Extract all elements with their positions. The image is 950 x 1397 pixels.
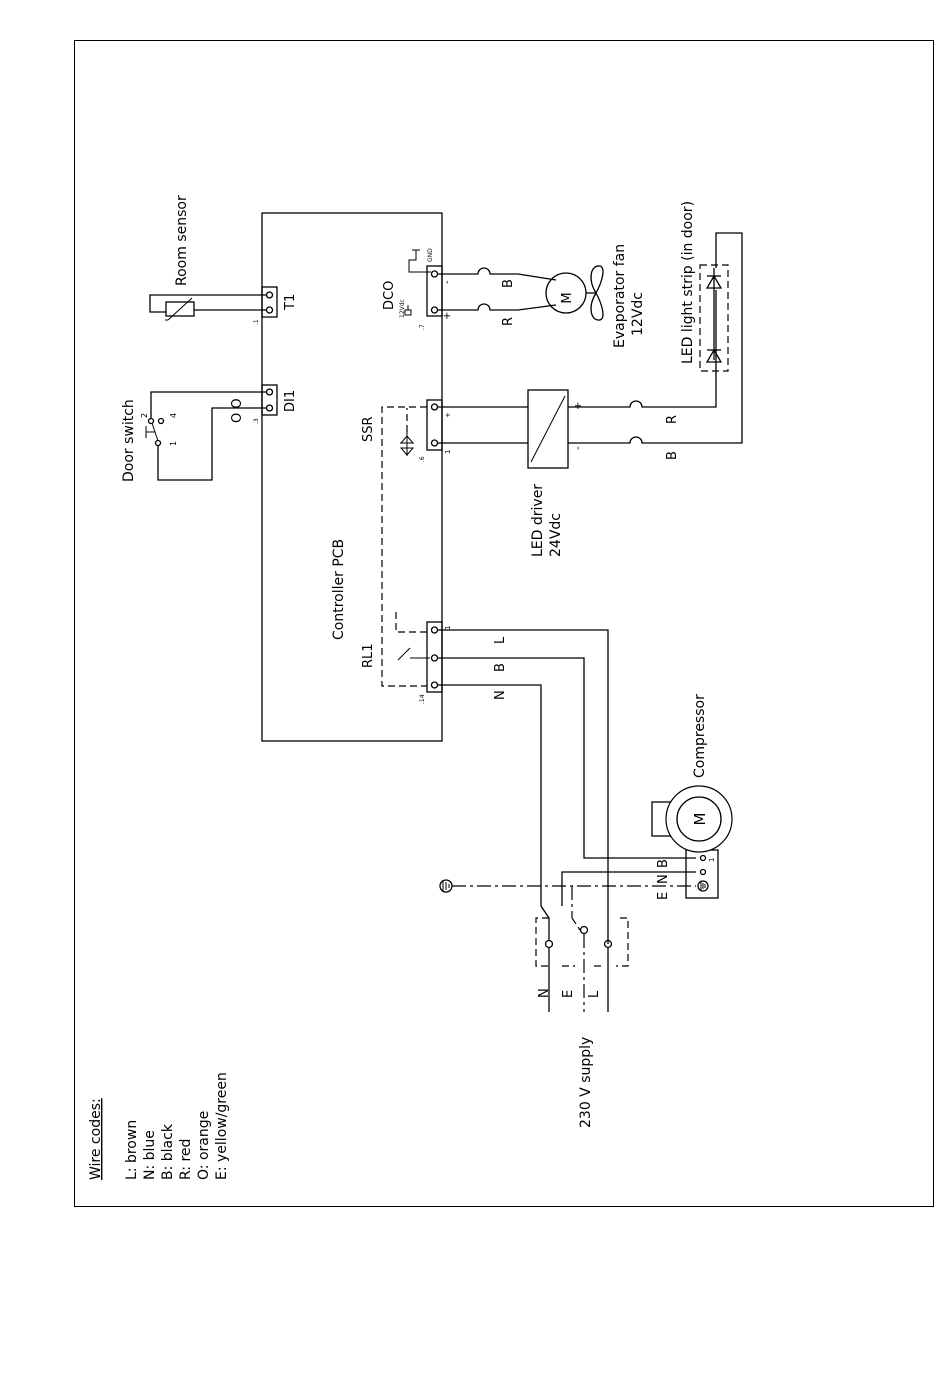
controller-pcb-box: [262, 213, 442, 741]
legend-item: L: brown: [124, 1120, 140, 1180]
supply-label: 230 V supply: [578, 1037, 594, 1128]
legend-item: O: orange: [196, 1111, 212, 1180]
compressor-motor-symbol: M: [691, 813, 709, 826]
evaporator-fan-motor: M: [546, 273, 586, 313]
door-switch-pin-4: 4: [169, 413, 178, 418]
dco-pin-minus: -: [442, 280, 453, 284]
wire-l-brown: [438, 630, 608, 944]
evaporator-fan-label: Evaporator fan: [612, 244, 628, 348]
relay-wire-label-b: B: [493, 663, 508, 672]
fan-motor-symbol: M: [560, 292, 575, 303]
dco-label: DCO: [382, 281, 397, 310]
wire-codes-legend: Wire codes: L: brown N: blue B: black R:…: [88, 1072, 230, 1180]
legend-item: E: yellow/green: [214, 1072, 230, 1180]
door-switch-pin-1: 1: [169, 441, 178, 446]
fan-wire-black: [438, 268, 556, 280]
door-switch-label: Door switch: [121, 399, 137, 482]
ssr-pin-number: .6: [419, 456, 426, 462]
rl1-label: RL1: [361, 643, 376, 668]
di1-label: DI1: [283, 390, 298, 412]
door-switch-oo-label: O O: [230, 398, 245, 423]
rl1-dashed-control: [382, 407, 427, 686]
ssr-pin-plus: 1: [444, 450, 452, 454]
door-switch-symbol: [146, 419, 164, 446]
room-sensor-label: Room sensor: [174, 195, 190, 286]
legend-item: R: red: [178, 1139, 194, 1180]
legend-title: Wire codes:: [88, 1098, 104, 1180]
dco-pin-number: .7: [419, 324, 426, 330]
compressor-label: Compressor: [692, 694, 708, 778]
fan-wire-label-r: R: [501, 317, 516, 326]
di1-pin-number: .3: [253, 418, 260, 424]
svg-text:GND: GND: [427, 248, 434, 262]
dco-ground-symbol: GND: [409, 248, 434, 272]
fan-wire-label-b: B: [501, 279, 516, 288]
drawing-frame: [75, 41, 934, 1207]
controller-pcb-label: Controller PCB: [331, 539, 347, 640]
compressor-terminal-b: B: [656, 859, 671, 868]
ssr-pin-minus: +: [444, 412, 452, 418]
supply-terminal-n: N: [537, 988, 552, 998]
rl1-pin-number: .14: [419, 694, 426, 704]
relay-wire-label-n: N: [493, 690, 508, 700]
led-light-strip: [700, 265, 728, 371]
legend-item: N: blue: [142, 1130, 158, 1180]
compressor-motor: M: [652, 786, 732, 852]
compressor-pin-1: 1: [708, 858, 716, 862]
led-driver-label: LED driver: [530, 484, 546, 557]
door-switch-pin-2: 2: [140, 413, 149, 418]
compressor-terminal-box: [686, 850, 718, 898]
supply-terminal-e: E: [561, 990, 576, 998]
t1-label: T1: [283, 294, 298, 311]
led-driver-minus: -: [573, 446, 584, 450]
led-wire-label-r: R: [665, 415, 680, 424]
led-wire-label-b: B: [665, 451, 680, 460]
rl1-contact: [398, 648, 410, 660]
ssr-label: SSR: [361, 416, 376, 442]
fan-wire-red: [438, 304, 556, 310]
led-driver-box: [528, 390, 568, 468]
wire-n-to-compressor: [562, 872, 696, 906]
t1-pin-number: .1: [253, 319, 260, 325]
rl1-contact-dashed: [396, 612, 430, 632]
ssr-triac-symbol: [400, 432, 414, 456]
rl1-pin-1: 1: [444, 626, 452, 630]
supply-terminal-l: L: [587, 990, 602, 998]
di1-terminal: [262, 385, 277, 415]
wire-n-blue: [438, 685, 549, 918]
led-driver-voltage: 24Vdc: [548, 513, 564, 557]
led-driver-plus: +: [573, 402, 584, 410]
wire-b-black: [438, 658, 696, 858]
compressor-terminal-n: N: [656, 874, 671, 884]
t1-terminal: [262, 287, 277, 317]
evaporator-fan-voltage: 12Vdc: [630, 292, 646, 336]
rl1-terminal: [427, 622, 442, 692]
earth-symbol-left: [440, 880, 452, 892]
fan-blade-icon: [586, 266, 603, 320]
compressor-terminal-e: E: [656, 892, 671, 900]
relay-wire-label-l: L: [493, 636, 508, 644]
legend-item: B: black: [160, 1123, 176, 1180]
dco-pin-plus: +: [442, 312, 453, 320]
led-light-strip-label: LED light strip (in door): [680, 201, 696, 364]
room-sensor-thermistor: [165, 298, 194, 320]
